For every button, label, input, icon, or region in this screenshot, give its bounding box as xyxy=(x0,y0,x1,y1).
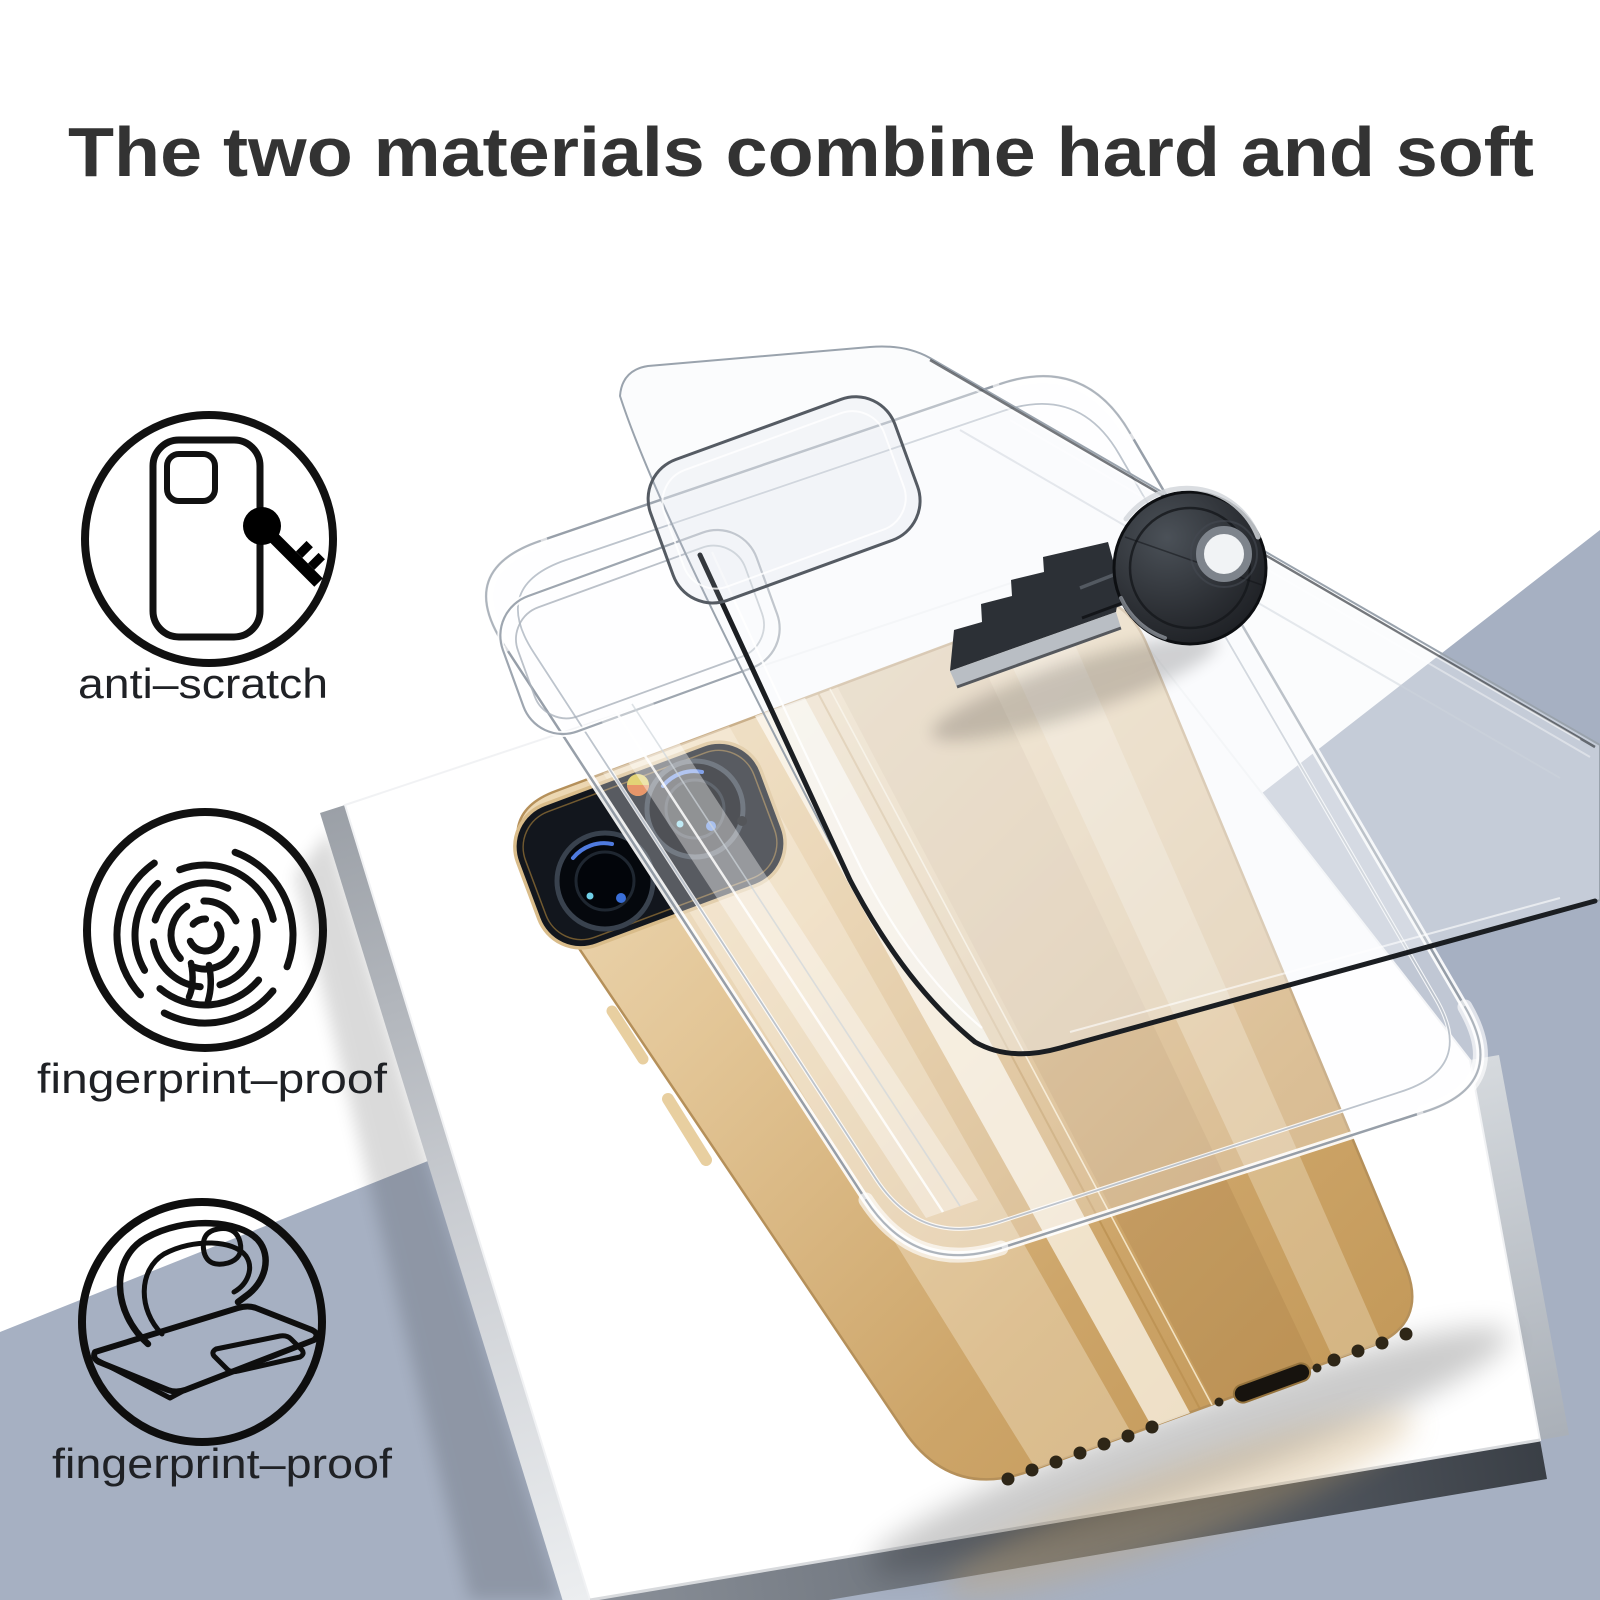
case-corner-bumper xyxy=(478,368,1488,1263)
key-hole xyxy=(1196,526,1252,582)
flexible-case-icon xyxy=(78,1198,326,1446)
clear-tpu-bumper-case xyxy=(478,368,1488,1263)
display-block-shadow xyxy=(295,830,560,1600)
side-buttons xyxy=(606,1005,712,1166)
feature-label-anti-scratch: anti–scratch xyxy=(78,660,328,707)
camera-lens xyxy=(554,830,656,932)
plate-camera-cutout xyxy=(646,395,922,605)
feature-label-fingerprint-proof: fingerprint–proof xyxy=(37,1055,387,1102)
camera-flash xyxy=(627,774,649,796)
phone-gold-reflection xyxy=(944,1412,1416,1598)
display-block-left-face xyxy=(320,805,590,1600)
key-teeth xyxy=(950,542,1122,689)
port-screw xyxy=(1214,1397,1224,1407)
plate-black-rim xyxy=(697,552,1598,1057)
camera-square-glyph xyxy=(164,451,218,504)
key-shadow xyxy=(932,635,1218,741)
camera-module xyxy=(513,740,787,950)
page-title: The two materials combine hard and soft xyxy=(68,113,1534,191)
lightning-port xyxy=(1232,1362,1312,1404)
display-block-right-face xyxy=(1470,1055,1569,1440)
feature-label-flexible-case: fingerprint–proof xyxy=(52,1440,392,1487)
fingerprint-icon xyxy=(83,808,327,1052)
key-glyph xyxy=(243,507,325,587)
anti-scratch-icon xyxy=(81,411,337,667)
camera-mic xyxy=(737,816,747,826)
port-screw xyxy=(1312,1363,1322,1373)
key-head xyxy=(1112,485,1268,646)
phone-bottom-details xyxy=(1001,1327,1413,1486)
black-key xyxy=(932,485,1268,741)
speaker-holes xyxy=(1001,1327,1413,1486)
phone-contact-shadow xyxy=(870,1327,1510,1573)
case-side-wall xyxy=(598,698,978,1218)
